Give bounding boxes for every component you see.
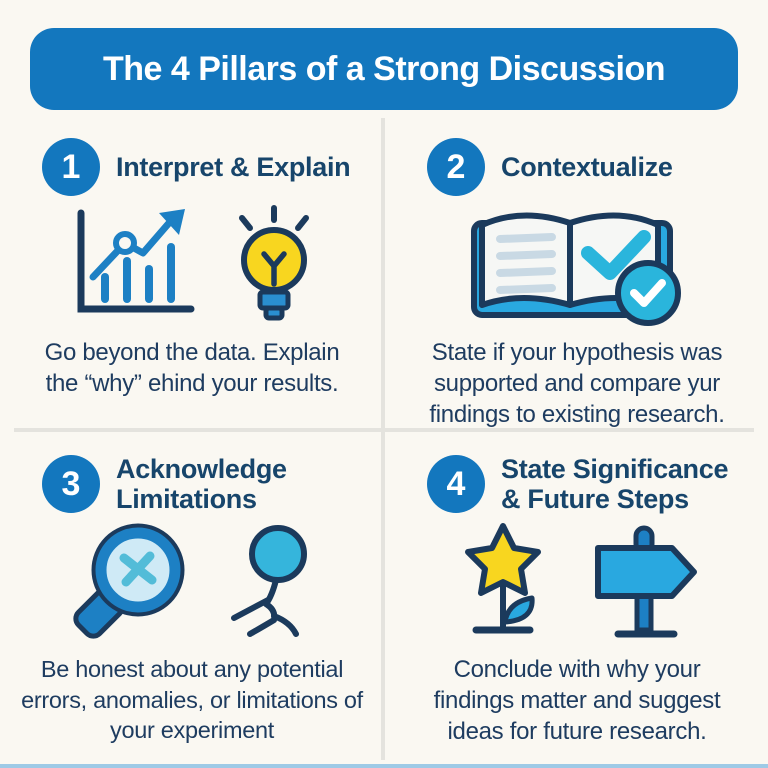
quadrant-icons [385, 518, 768, 644]
quadrant-description: Conclude with why your findings matter a… [433, 656, 721, 746]
quadrant-title: Contextualize [501, 151, 673, 182]
quadrant-contextualize: 2 Contextualize State if your hyp [385, 115, 768, 428]
header-banner: The 4 Pillars of a Strong Discussion [30, 28, 738, 110]
quadrant-icons [0, 201, 384, 327]
quadrant-title: Interpret & Explain [116, 151, 351, 182]
bar-chart-trend-icon [63, 205, 198, 323]
star-plant-icon [448, 522, 558, 640]
signpost-icon [586, 522, 706, 640]
open-book-check-icon [460, 201, 695, 327]
quadrant-header: 2 Contextualize [385, 115, 768, 199]
page-title: The 4 Pillars of a Strong Discussion [102, 49, 666, 88]
magnifier-x-icon [68, 522, 188, 640]
quadrant-significance-future: 4 State Significance & Future Steps [385, 432, 768, 762]
quadrant-description: State if your hypothesis was supported a… [429, 339, 725, 429]
quadrant-acknowledge-limitations: 3 Acknowledge Limitations [0, 432, 384, 762]
horizontal-divider [14, 428, 754, 432]
quadrant-description: Be honest about any potential errors, an… [21, 656, 363, 744]
vertical-divider [381, 118, 385, 760]
quadrant-icons [0, 518, 384, 644]
quadrant-header: 3 Acknowledge Limitations [0, 432, 384, 516]
bottom-edge-strip [0, 764, 768, 768]
quadrant-title: State Significance & Future Steps [501, 453, 729, 514]
quadrant-title: Acknowledge Limitations [116, 453, 287, 514]
number-badge: 4 [427, 455, 485, 513]
number-badge: 3 [42, 455, 100, 513]
quadrant-description: Go beyond the data. Explain the “why” eh… [44, 339, 340, 398]
quadrant-interpret-explain: 1 Interpret & Explain [0, 115, 384, 428]
quadrant-header: 1 Interpret & Explain [0, 115, 384, 199]
number-badge: 2 [427, 138, 485, 196]
number-badge: 1 [42, 138, 100, 196]
quadrant-icons [385, 201, 768, 327]
lightbulb-icon [226, 204, 322, 324]
stick-figure-icon [216, 522, 316, 640]
quadrant-header: 4 State Significance & Future Steps [385, 432, 768, 516]
